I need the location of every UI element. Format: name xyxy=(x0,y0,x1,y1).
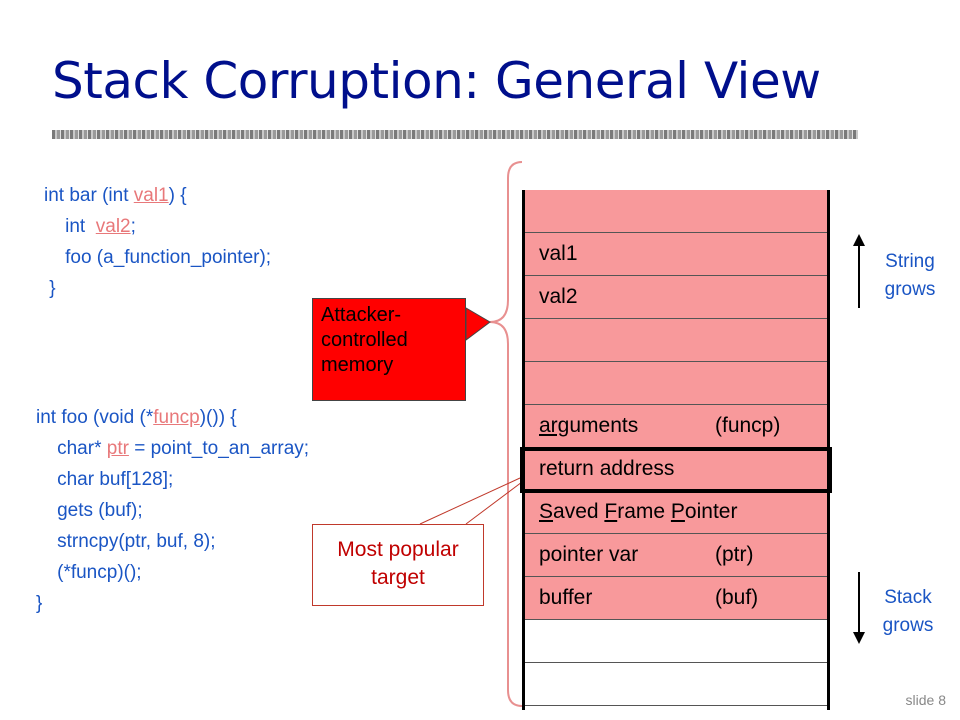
code-text: int foo (void (* xyxy=(36,407,154,428)
code-line: strncpy(ptr, buf, 8); xyxy=(36,526,309,557)
code-text: (*funcp)(); xyxy=(36,562,142,583)
stack-cell: return address xyxy=(525,448,827,491)
most-popular-target-callout: Most popular target xyxy=(312,524,484,606)
stack-cell-label: buffer xyxy=(539,586,593,609)
stack-cell-label: return address xyxy=(539,457,675,480)
stack-cell-var: (funcp) xyxy=(715,414,781,437)
stack-cell xyxy=(525,190,827,233)
code-param: val2 xyxy=(95,216,131,237)
stack-cell: val1 xyxy=(525,233,827,276)
stack-cell: pointer var (ptr) xyxy=(525,534,827,577)
stack-cell xyxy=(525,620,827,663)
code-line: (*funcp)(); xyxy=(36,557,309,588)
stack-grows-arrow xyxy=(853,572,865,644)
code-text: = point_to_an_array; xyxy=(128,438,310,459)
label-line: String xyxy=(885,251,935,272)
stack-cell: Saved Frame Pointer xyxy=(525,491,827,534)
code-text: ) { xyxy=(168,185,187,206)
string-grows-arrow xyxy=(853,234,865,308)
code-line: char buf[128]; xyxy=(36,464,309,495)
code-block-foo: int foo (void (*funcp)()) { char* ptr = … xyxy=(36,402,309,619)
string-grows-label: String grows xyxy=(870,248,950,304)
stack-cell-label: Saved Frame Pointer xyxy=(539,500,738,523)
code-line: char* ptr = point_to_an_array; xyxy=(36,433,309,464)
slide-number: slide 8 xyxy=(905,692,946,708)
code-line: } xyxy=(36,588,309,619)
code-line: } xyxy=(44,273,271,304)
code-text: strncpy(ptr, buf, 8); xyxy=(36,531,216,552)
stack-cell: arguments (funcp) xyxy=(525,405,827,448)
stack-cell xyxy=(525,319,827,362)
code-text: ; xyxy=(130,216,136,237)
code-param: ptr xyxy=(106,438,129,459)
stack-cell: buffer (buf) xyxy=(525,577,827,620)
stack-cell-label: val1 xyxy=(539,242,578,265)
code-line: gets (buf); xyxy=(36,495,309,526)
code-text: gets (buf); xyxy=(36,500,143,521)
code-line: int foo (void (*funcp)()) { xyxy=(36,402,309,433)
stack-cell xyxy=(525,362,827,405)
stack-grows-label: Stack grows xyxy=(868,584,948,640)
slide-title: Stack Corruption: General View xyxy=(52,52,821,110)
callout-line: target xyxy=(371,566,425,589)
code-text: } xyxy=(36,593,43,614)
stack-cell: val2 xyxy=(525,276,827,319)
callout-line: controlled xyxy=(321,329,408,351)
code-text: int bar (int xyxy=(44,185,134,206)
code-line: int bar (int val1) { xyxy=(44,180,271,211)
callout-line: Attacker- xyxy=(321,304,402,326)
label-line: grows xyxy=(882,615,934,636)
stack-cell-label: val2 xyxy=(539,285,578,308)
code-text: int xyxy=(44,216,96,237)
code-block-bar: int bar (int val1) { int val2; foo (a_fu… xyxy=(44,180,271,304)
title-rule xyxy=(52,130,858,139)
stack-cell-var: (ptr) xyxy=(715,543,754,566)
attacker-controlled-callout: Attacker- controlled memory xyxy=(312,298,466,401)
code-param: funcp xyxy=(153,407,200,428)
stack-cell-var: (buf) xyxy=(715,586,759,609)
callout-line: memory xyxy=(321,354,394,376)
attacker-callout-pointer xyxy=(465,307,491,341)
code-text: char buf[128]; xyxy=(36,469,174,490)
callout-line: Most popular xyxy=(337,538,459,561)
memory-brace xyxy=(489,161,523,707)
label-line: grows xyxy=(884,279,936,300)
target-callout-pointer-1 xyxy=(419,477,521,525)
label-line: Stack xyxy=(884,587,932,608)
stack-cell xyxy=(525,663,827,706)
stack-cell-label: pointer var xyxy=(539,543,639,566)
code-param: val1 xyxy=(133,185,169,206)
return-address-highlight xyxy=(520,447,832,493)
target-callout-pointer-2 xyxy=(465,481,523,525)
stack-cell-label: arguments xyxy=(539,414,639,437)
code-text: } xyxy=(44,278,56,299)
code-text: )()) { xyxy=(199,407,237,428)
code-text: foo (a_function_pointer); xyxy=(44,247,272,268)
code-line: foo (a_function_pointer); xyxy=(44,242,271,273)
code-text: char* xyxy=(36,438,107,459)
code-line: int val2; xyxy=(44,211,271,242)
